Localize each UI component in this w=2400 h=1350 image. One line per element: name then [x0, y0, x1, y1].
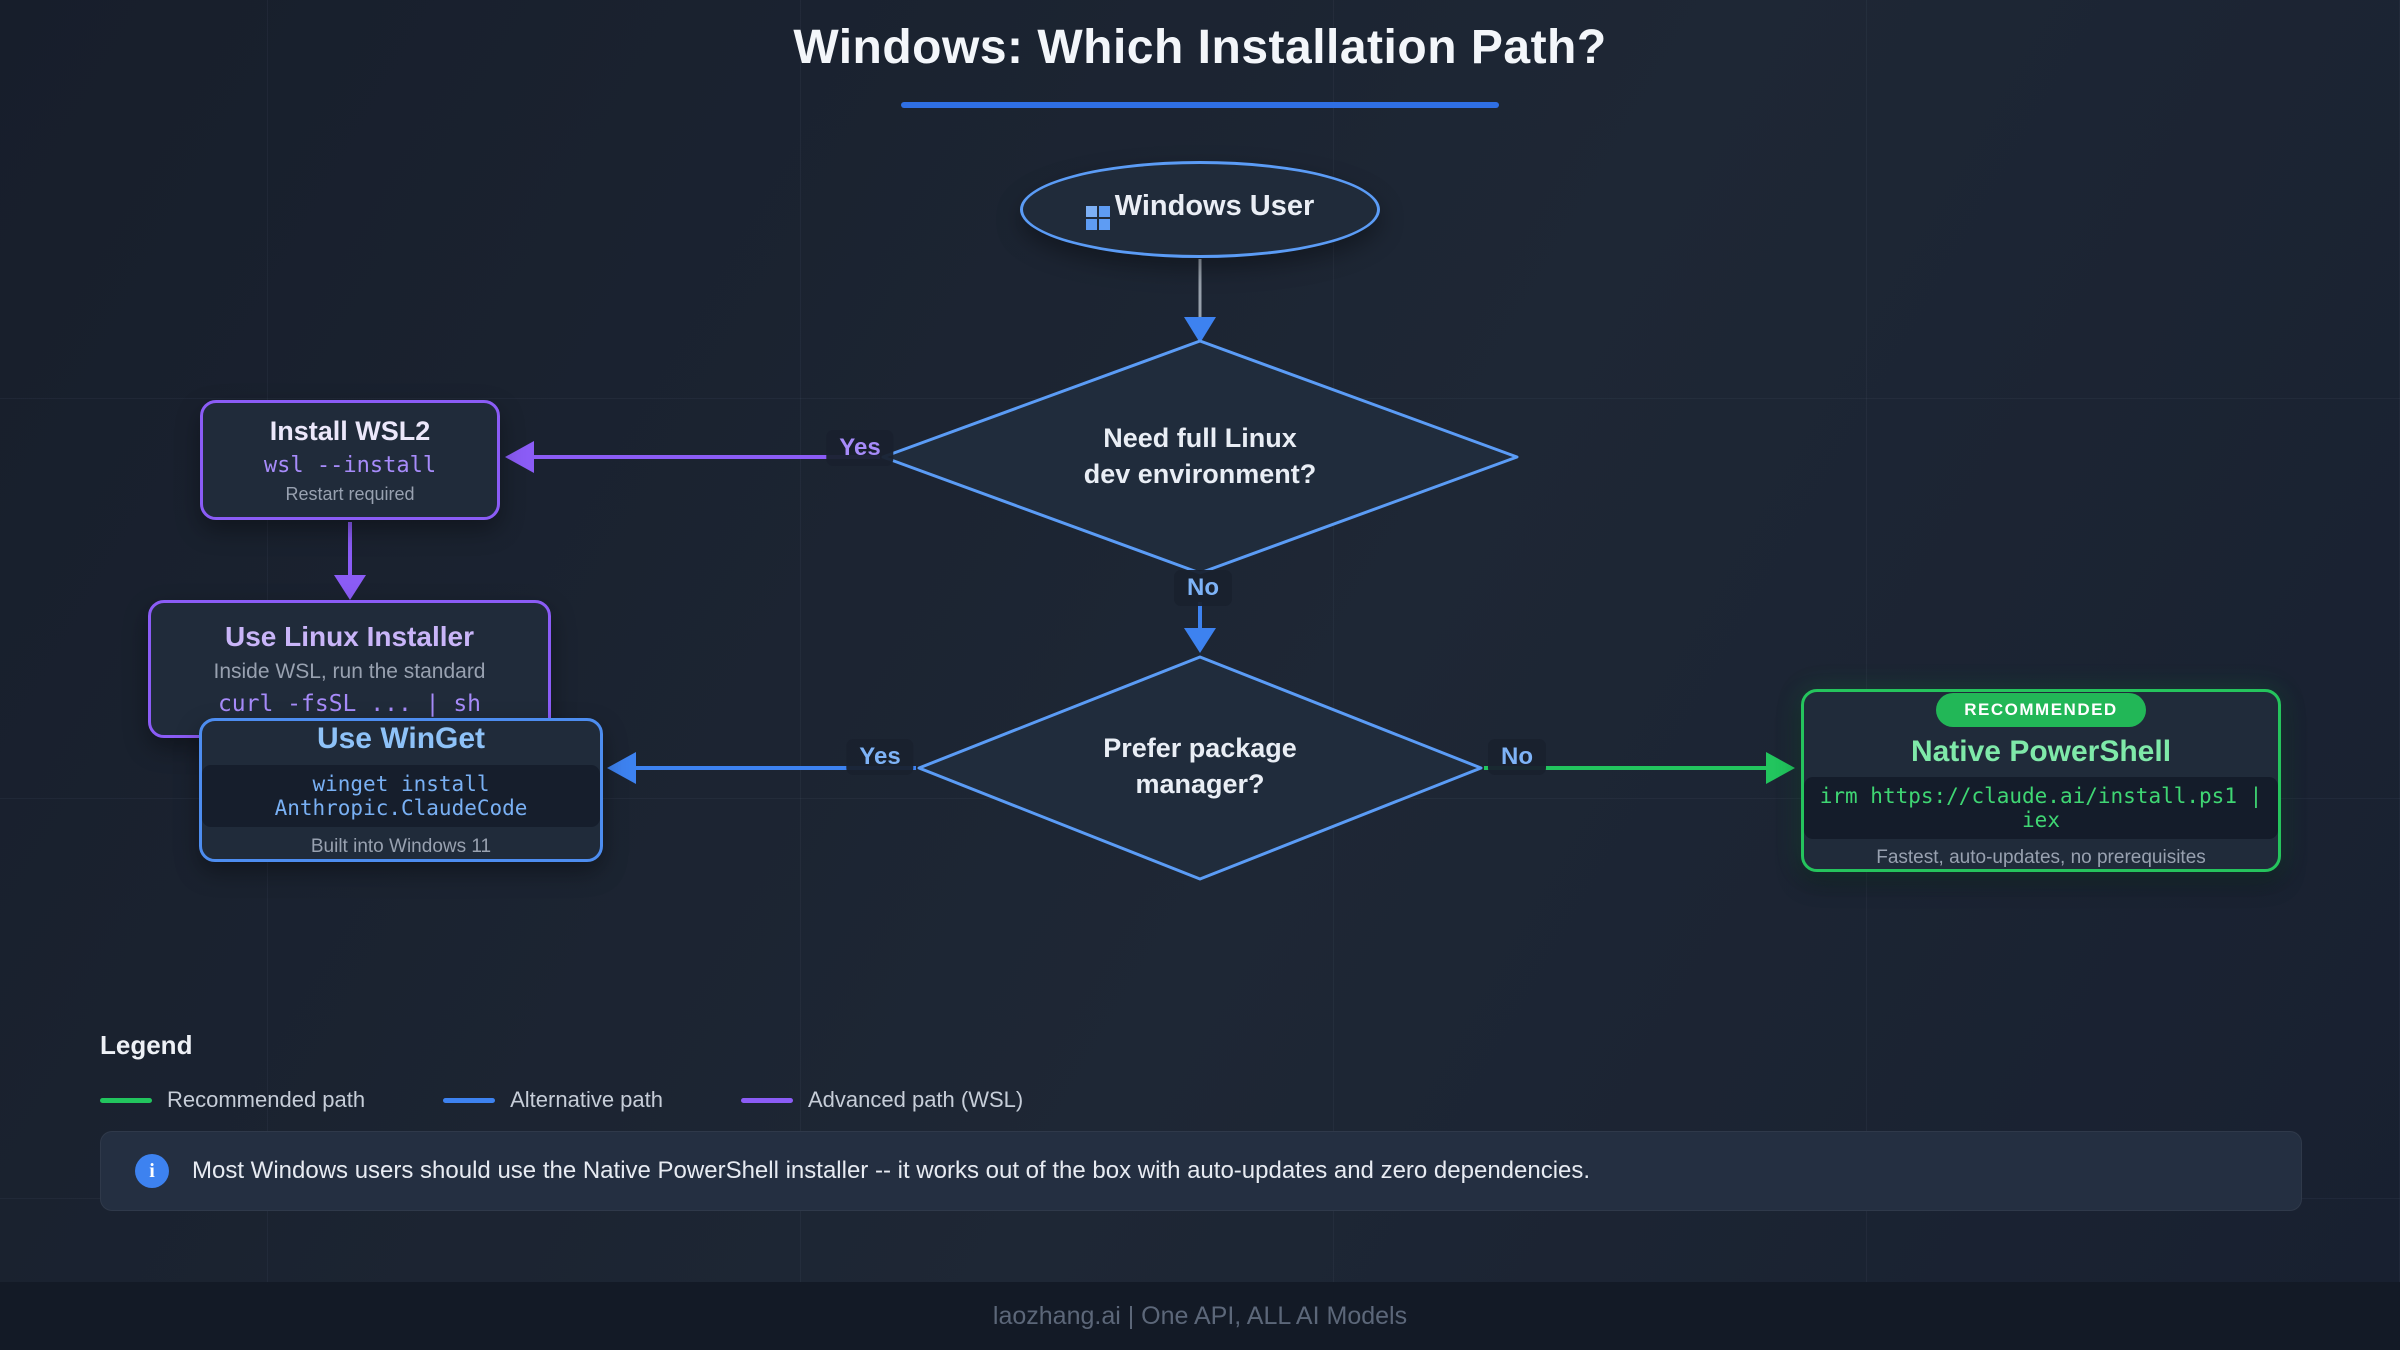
legend: Legend Recommended path Alternative path…: [100, 1030, 1101, 1113]
powershell-title: Native PowerShell: [1910, 734, 2172, 768]
windows-logo-icon: [1085, 205, 1110, 230]
wsl2-note: Restart required: [285, 483, 415, 504]
linux-installer-title: Use Linux Installer: [225, 621, 474, 652]
info-callout: i Most Windows users should use the Nati…: [100, 1131, 2302, 1211]
legend-label-advanced: Advanced path (WSL): [808, 1087, 1024, 1112]
arrowhead-right-icon: [1766, 752, 1795, 784]
decision2-yes-label: Yes: [846, 739, 914, 775]
decision2-line2: manager?: [1135, 769, 1265, 799]
arrowhead-down-icon: [1184, 628, 1216, 653]
decision2-diamond: [917, 655, 1483, 881]
green-line-swatch-icon: [100, 1097, 152, 1103]
start-node-windows-user: Windows User: [1020, 161, 1380, 258]
powershell-command: irm https://claude.ai/install.ps1 | iex: [1804, 776, 2278, 839]
wsl2-title: Install WSL2: [269, 415, 431, 446]
decision1-no-label: No: [1174, 570, 1232, 606]
info-text: Most Windows users should use the Native…: [192, 1157, 1591, 1184]
winget-title: Use WinGet: [316, 722, 486, 755]
linux-installer-command: curl -fsSL ... | sh: [217, 691, 482, 717]
winget-note: Built into Windows 11: [310, 836, 492, 857]
arrowhead-down-icon: [1184, 317, 1216, 343]
winget-box: Use WinGet winget install Anthropic.Clau…: [199, 718, 603, 862]
start-node-label: Windows User: [1085, 190, 1314, 230]
decision1-line2: dev environment?: [1083, 459, 1317, 489]
decision2-question: Prefer package manager?: [1000, 730, 1400, 802]
legend-item-recommended: Recommended path: [100, 1087, 365, 1113]
page-title: Windows: Which Installation Path?: [793, 21, 1607, 74]
decision2-line1: Prefer package: [1103, 733, 1297, 763]
recommended-badge: RECOMMENDED: [1936, 692, 2146, 727]
powershell-note: Fastest, auto-updates, no prerequisites: [1876, 846, 2206, 868]
footer-text: laozhang.ai | One API, ALL AI Models: [992, 1301, 1408, 1330]
info-icon: i: [135, 1154, 169, 1188]
legend-label-recommended: Recommended path: [167, 1087, 366, 1112]
footer-bar: laozhang.ai | One API, ALL AI Models: [0, 1282, 2400, 1350]
decision1-line1: Need full Linux: [1103, 423, 1297, 453]
decision1-question: Need full Linux dev environment?: [1000, 420, 1400, 492]
blue-line-swatch-icon: [443, 1097, 496, 1103]
wsl2-command: wsl --install: [263, 452, 437, 478]
legend-item-advanced: Advanced path (WSL): [741, 1087, 1023, 1113]
linux-installer-note: Inside WSL, run the standard: [213, 660, 486, 683]
wsl2-box: Install WSL2 wsl --install Restart requi…: [200, 400, 500, 520]
legend-item-alternative: Alternative path: [443, 1087, 663, 1113]
arrowhead-down-icon: [334, 575, 366, 600]
powershell-box: RECOMMENDED Native PowerShell irm https:…: [1801, 689, 2281, 872]
title-underline: [901, 102, 1499, 108]
legend-row: Recommended path Alternative path Advanc…: [100, 1087, 1101, 1113]
decision2-no-label: No: [1488, 739, 1546, 775]
decision1-yes-label: Yes: [826, 430, 894, 466]
purple-line-swatch-icon: [741, 1097, 793, 1103]
arrowhead-left-icon: [607, 752, 636, 784]
legend-title: Legend: [100, 1030, 193, 1060]
arrowhead-left-icon: [505, 441, 534, 473]
legend-label-alternative: Alternative path: [510, 1087, 663, 1112]
winget-command: winget install Anthropic.ClaudeCode: [202, 765, 600, 827]
